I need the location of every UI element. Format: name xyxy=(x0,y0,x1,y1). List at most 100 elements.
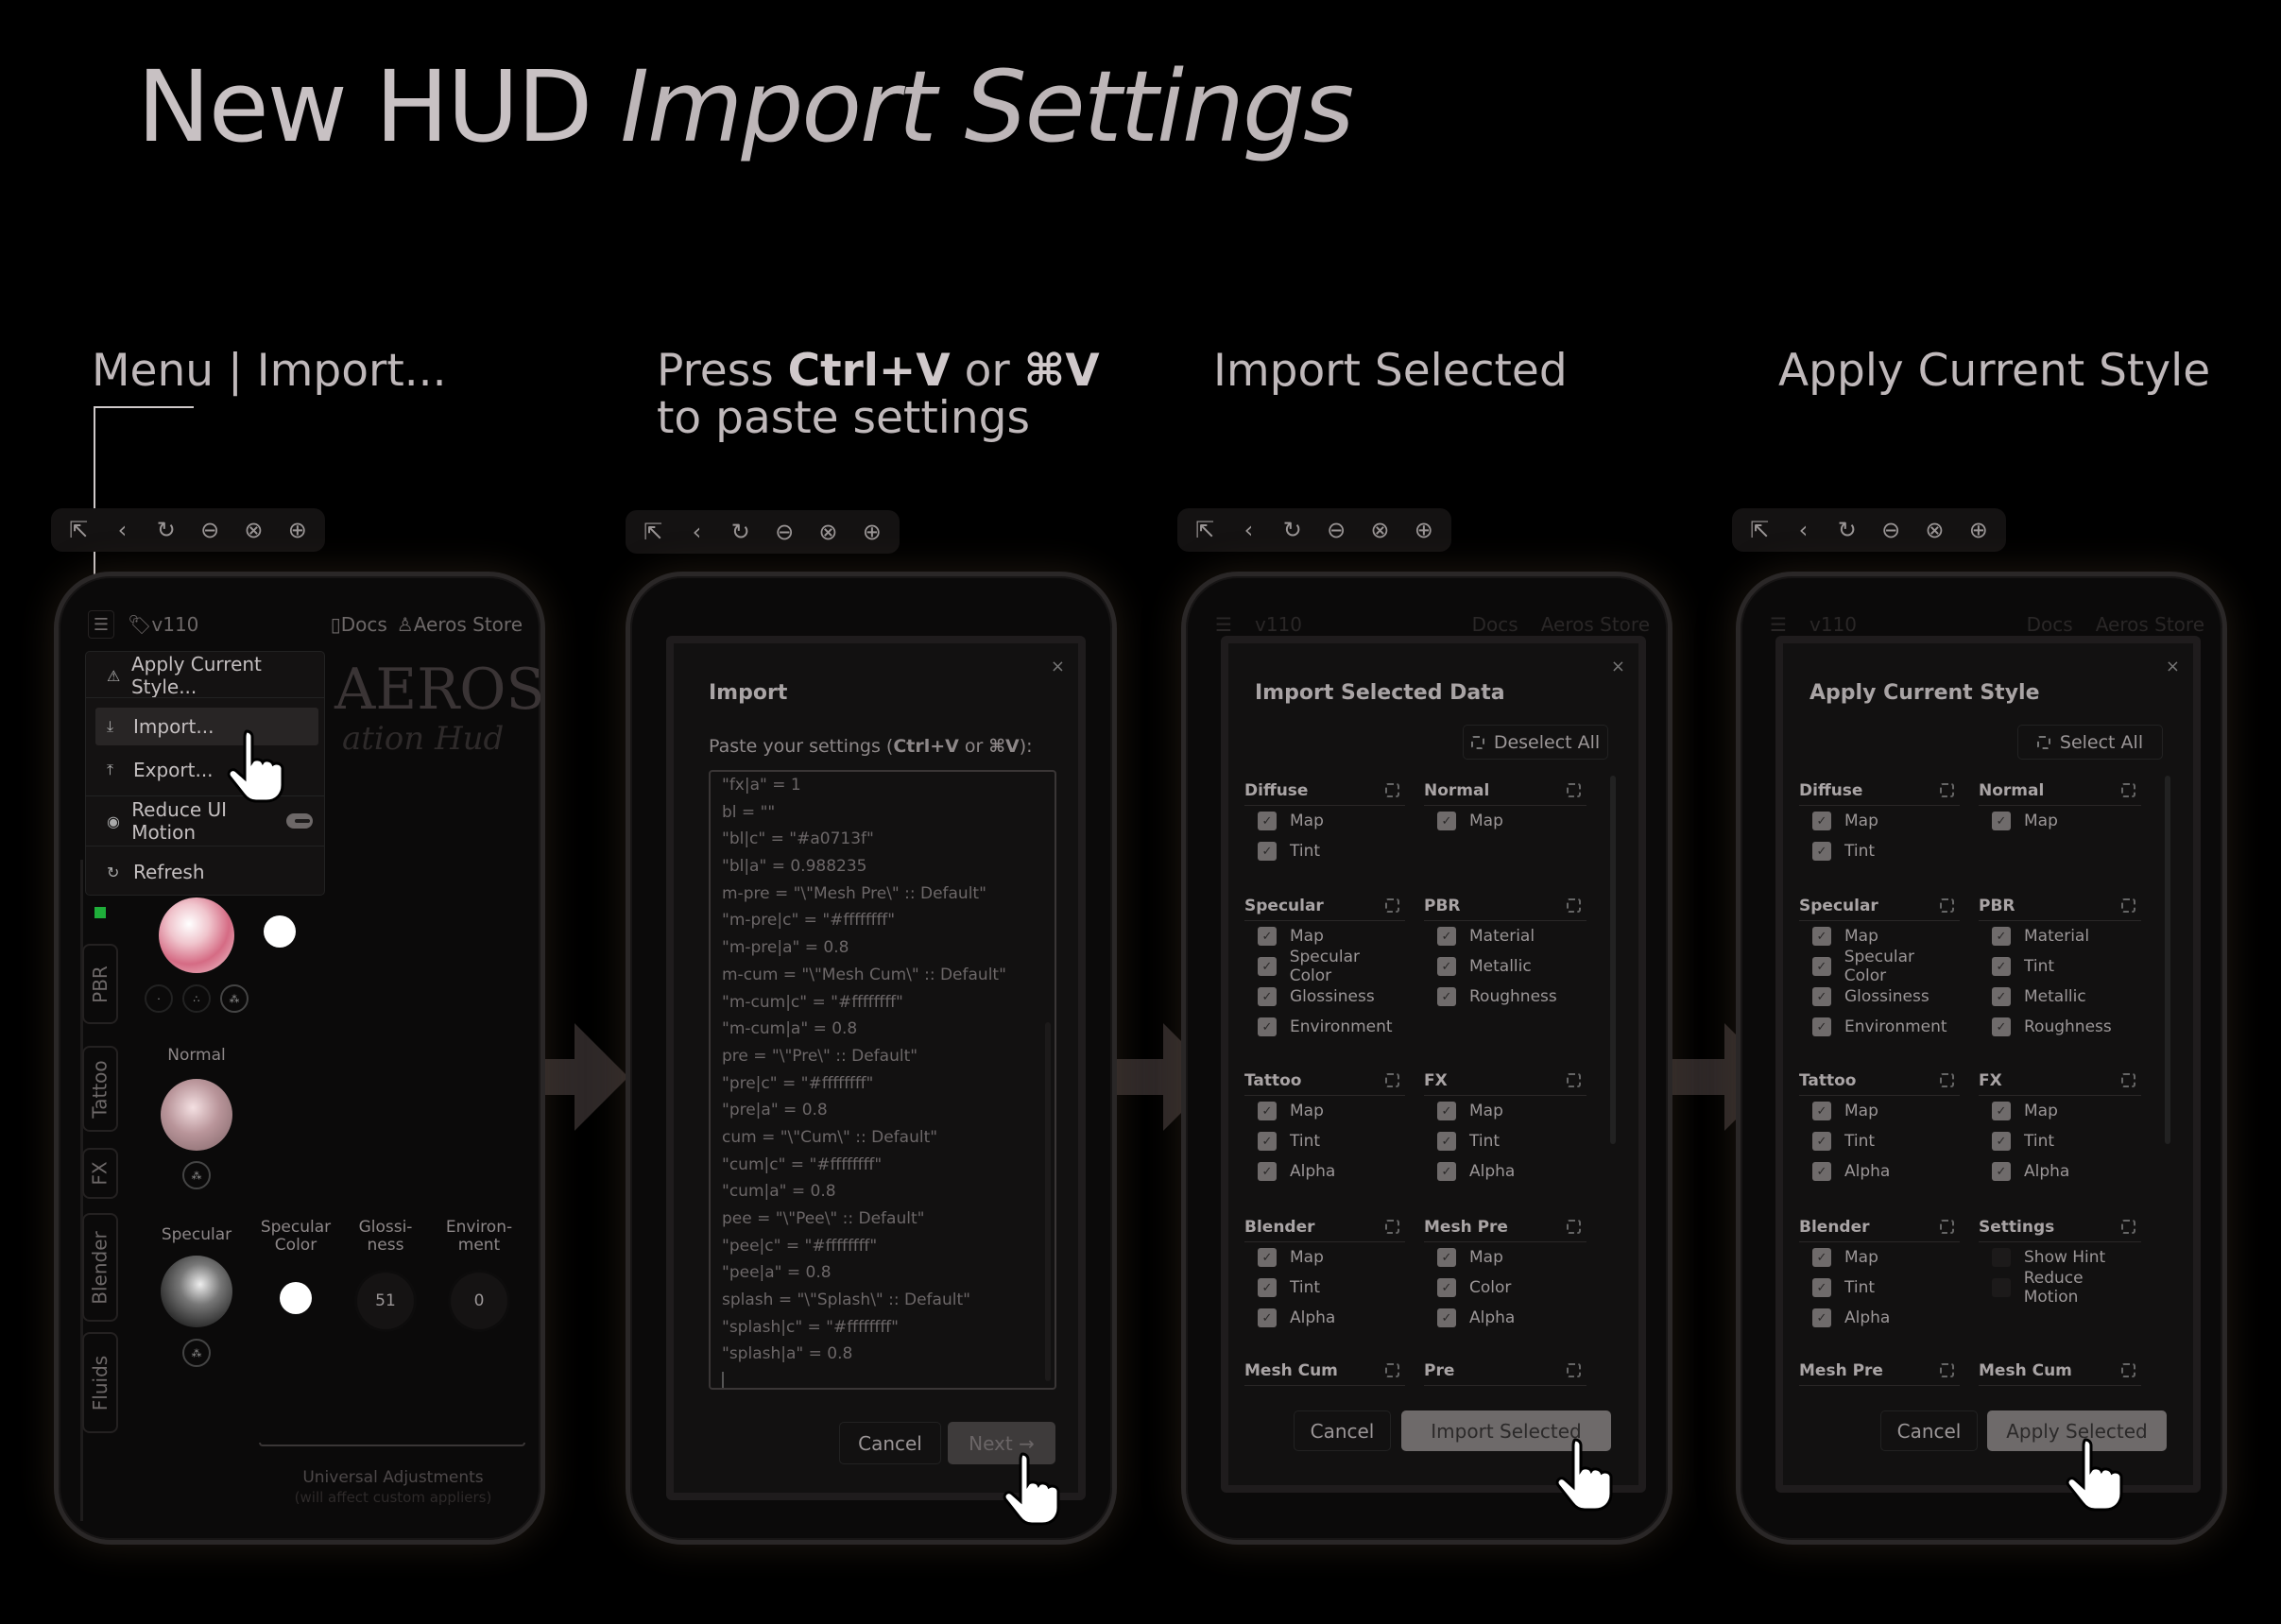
normal-detail-icon[interactable]: ⁂ xyxy=(182,1161,211,1189)
toggle-all-button[interactable]: Select All xyxy=(2017,725,2163,760)
zoom-out-icon[interactable]: ⊖ xyxy=(1881,517,1901,543)
zoom-out-icon[interactable]: ⊖ xyxy=(775,519,795,545)
checkbox-item[interactable]: ✓Map xyxy=(1244,1096,1405,1126)
checkbox[interactable]: ✓ xyxy=(1437,957,1456,976)
checkbox[interactable]: ✓ xyxy=(1992,1017,2011,1036)
checkbox[interactable]: ✓ xyxy=(1992,1102,2011,1120)
side-tab-fx[interactable]: FX xyxy=(82,1148,118,1199)
refresh-icon[interactable]: ↻ xyxy=(156,517,176,543)
checkbox-item[interactable]: ✓Specular Color xyxy=(1244,948,1405,985)
normal-sphere[interactable] xyxy=(161,1079,232,1151)
refresh-icon[interactable]: ↻ xyxy=(1837,517,1857,543)
menu-item[interactable]: ⤓Import... xyxy=(95,708,318,745)
checkbox-item[interactable]: ✓Glossiness xyxy=(1799,982,1960,1012)
checkbox[interactable]: ✓ xyxy=(1258,987,1277,1006)
checkbox[interactable]: ✓ xyxy=(1258,957,1277,976)
checkbox-item[interactable]: ✓Tint xyxy=(1424,1126,1586,1156)
zoom-reset-icon[interactable]: ⊗ xyxy=(244,517,264,543)
exit-fullscreen-icon[interactable]: ⇱ xyxy=(1195,517,1215,543)
checkbox[interactable]: ✓ xyxy=(1258,1308,1277,1327)
menu-item[interactable]: ⚠Apply Current Style... xyxy=(95,653,318,698)
checkbox-item[interactable]: ✓Map xyxy=(1424,1242,1586,1273)
checkbox-item[interactable]: ✓Tint xyxy=(1979,1126,2141,1156)
zoom-in-icon[interactable]: ⊕ xyxy=(1414,517,1433,543)
refresh-icon[interactable]: ↻ xyxy=(730,519,750,545)
side-tab-tattoo[interactable]: Tattoo xyxy=(82,1046,118,1132)
checkbox[interactable] xyxy=(1992,1248,2011,1267)
checkbox[interactable]: ✓ xyxy=(1992,957,2011,976)
select-section-icon[interactable] xyxy=(1385,1363,1399,1377)
checkbox-item[interactable]: ✓Map xyxy=(1244,921,1405,951)
select-section-icon[interactable] xyxy=(2121,1073,2135,1087)
back-icon[interactable]: ‹ xyxy=(1798,517,1809,543)
reduce-motion-toggle[interactable] xyxy=(285,813,313,829)
checkbox-item[interactable]: ✓Alpha xyxy=(1244,1156,1405,1187)
checkbox[interactable]: ✓ xyxy=(1437,1162,1456,1181)
confirm-button[interactable]: Apply Selected xyxy=(1987,1410,2167,1451)
zoom-in-icon[interactable]: ⊕ xyxy=(1968,517,1988,543)
checkbox[interactable] xyxy=(1992,1278,2011,1297)
checkbox-item[interactable]: ✓Tint xyxy=(1799,1273,1960,1303)
menu-button[interactable]: ☰ xyxy=(88,610,114,639)
checkbox-item[interactable]: ✓Tint xyxy=(1799,1126,1960,1156)
checkbox-item[interactable]: Show Hint xyxy=(1979,1242,2141,1273)
checkbox[interactable]: ✓ xyxy=(1812,1132,1831,1151)
select-section-icon[interactable] xyxy=(2121,898,2135,913)
checkbox-item[interactable]: ✓Tint xyxy=(1979,951,2141,982)
checkbox-item[interactable]: ✓Alpha xyxy=(1244,1303,1405,1333)
checkbox-item[interactable]: ✓Glossiness xyxy=(1244,982,1405,1012)
zoom-reset-icon[interactable]: ⊗ xyxy=(1925,517,1945,543)
back-icon[interactable]: ‹ xyxy=(692,519,702,545)
checkbox-item[interactable]: ✓Material xyxy=(1424,921,1586,951)
select-section-icon[interactable] xyxy=(1385,783,1399,797)
checkbox-item[interactable]: ✓Alpha xyxy=(1799,1303,1960,1333)
checkbox-item[interactable]: ✓Map xyxy=(1979,1096,2141,1126)
select-section-icon[interactable] xyxy=(2121,1363,2135,1377)
checkbox[interactable]: ✓ xyxy=(1258,927,1277,946)
checkbox[interactable]: ✓ xyxy=(1437,927,1456,946)
checkbox-item[interactable]: ✓Map xyxy=(1799,806,1960,836)
checkbox[interactable]: ✓ xyxy=(1812,957,1831,976)
checkbox-item[interactable]: ✓Environment xyxy=(1244,1012,1405,1042)
checkbox[interactable]: ✓ xyxy=(1812,927,1831,946)
select-section-icon[interactable] xyxy=(1940,898,1954,913)
checkbox-item[interactable]: ✓Map xyxy=(1799,921,1960,951)
checkbox-item[interactable]: ✓Tint xyxy=(1244,836,1405,866)
checkbox-item[interactable]: ✓Environment xyxy=(1799,1012,1960,1042)
cancel-button[interactable]: Cancel xyxy=(1294,1410,1391,1451)
specular-detail-icon[interactable]: ⁂ xyxy=(182,1339,211,1367)
menu-item[interactable]: ◉Reduce UI Motion xyxy=(95,798,318,844)
back-icon[interactable]: ‹ xyxy=(1243,517,1254,543)
zoom-reset-icon[interactable]: ⊗ xyxy=(818,519,838,545)
zoom-in-icon[interactable]: ⊕ xyxy=(287,517,307,543)
exit-fullscreen-icon[interactable]: ⇱ xyxy=(643,519,663,545)
checkbox-item[interactable]: ✓Map xyxy=(1244,1242,1405,1273)
checkbox-item[interactable]: ✓Tint xyxy=(1799,836,1960,866)
select-section-icon[interactable] xyxy=(1385,898,1399,913)
menu-item[interactable]: ⤒Export... xyxy=(95,751,318,789)
checkbox[interactable]: ✓ xyxy=(1812,987,1831,1006)
checkbox-item[interactable]: ✓Alpha xyxy=(1799,1156,1960,1187)
checkbox-item[interactable]: ✓Color xyxy=(1424,1273,1586,1303)
checkbox-item[interactable]: ✓Map xyxy=(1979,806,2141,836)
scrollbar[interactable] xyxy=(1045,1022,1051,1381)
store-link[interactable]: Aeros Store xyxy=(413,613,523,636)
checkbox[interactable]: ✓ xyxy=(1812,812,1831,830)
toggle-all-button[interactable]: Deselect All xyxy=(1463,725,1608,760)
select-section-icon[interactable] xyxy=(1567,1220,1581,1234)
detail-low-icon[interactable]: · xyxy=(145,984,173,1013)
scrollbar[interactable] xyxy=(2165,776,2170,1144)
checkbox[interactable]: ✓ xyxy=(1437,1132,1456,1151)
checkbox-item[interactable]: ✓Map xyxy=(1244,806,1405,836)
menu-item[interactable]: ↻Refresh xyxy=(95,853,318,891)
checkbox-item[interactable]: ✓Tint xyxy=(1244,1126,1405,1156)
checkbox-item[interactable]: ✓Tint xyxy=(1244,1273,1405,1303)
exit-fullscreen-icon[interactable]: ⇱ xyxy=(69,517,89,543)
checkbox[interactable]: ✓ xyxy=(1992,1132,2011,1151)
glossiness-knob[interactable]: 51 xyxy=(357,1273,414,1329)
checkbox-item[interactable]: ✓Alpha xyxy=(1424,1303,1586,1333)
zoom-in-icon[interactable]: ⊕ xyxy=(862,519,882,545)
select-section-icon[interactable] xyxy=(1940,1073,1954,1087)
checkbox[interactable]: ✓ xyxy=(1992,812,2011,830)
checkbox[interactable]: ✓ xyxy=(1258,1102,1277,1120)
